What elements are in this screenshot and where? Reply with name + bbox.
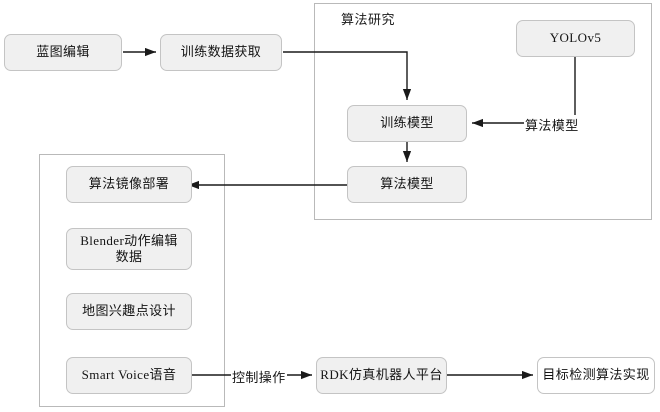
edge-label-control-operation: 控制操作 bbox=[231, 367, 287, 386]
node-yolov5[interactable]: YOLOv5 bbox=[516, 20, 635, 57]
group-application-modules bbox=[39, 154, 225, 407]
node-map-poi-design[interactable]: 地图兴趣点设计 bbox=[66, 293, 192, 330]
node-training-data-acquisition[interactable]: 训练数据获取 bbox=[160, 34, 282, 71]
group-algorithm-research bbox=[314, 3, 652, 220]
node-train-model[interactable]: 训练模型 bbox=[347, 105, 467, 142]
node-smart-voice[interactable]: Smart Voice语音 bbox=[66, 357, 192, 394]
node-algorithm-model[interactable]: 算法模型 bbox=[347, 166, 467, 203]
node-rdk-simulation-platform[interactable]: RDK仿真机器人平台 bbox=[316, 357, 447, 394]
node-blender-line-2: 数据 bbox=[115, 249, 143, 264]
group-algorithm-research-label: 算法研究 bbox=[341, 12, 396, 27]
node-algorithm-image-deploy[interactable]: 算法镜像部署 bbox=[66, 166, 192, 203]
node-blender-line-1: Blender动作编辑 bbox=[80, 232, 178, 248]
node-object-detection-implementation[interactable]: 目标检测算法实现 bbox=[537, 357, 655, 394]
edge-label-algorithm-model: 算法模型 bbox=[524, 115, 580, 134]
node-blender-motion-edit-data[interactable]: Blender动作编辑 数据 bbox=[66, 228, 192, 270]
node-blueprint-edit[interactable]: 蓝图编辑 bbox=[4, 34, 122, 71]
